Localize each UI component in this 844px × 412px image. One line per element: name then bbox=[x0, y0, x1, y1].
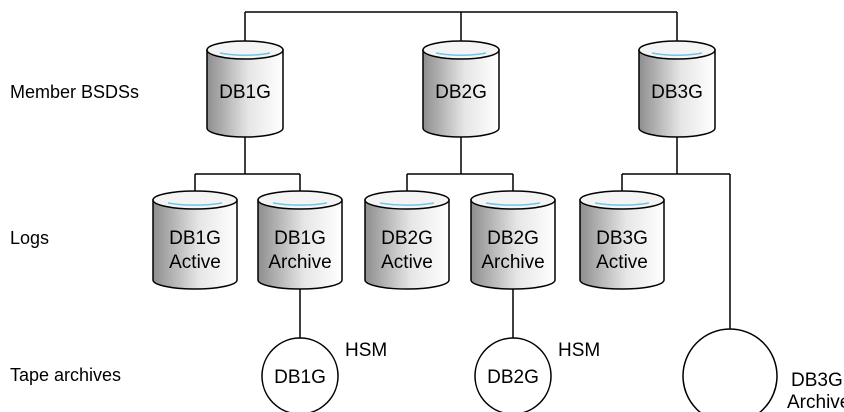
log-name: DB3G bbox=[596, 228, 648, 249]
bsds-name: DB3G bbox=[651, 82, 703, 103]
tape-label: DB2G bbox=[487, 367, 539, 388]
log-cylinder-db1g-active: DB1G Active bbox=[152, 190, 238, 290]
log-name: DB2G bbox=[487, 228, 539, 249]
log-type: Archive bbox=[481, 252, 544, 273]
tape-archive-db2g: DB2G HSM bbox=[474, 337, 600, 412]
log-name: DB2G bbox=[381, 228, 433, 249]
bsds-cylinder-db2g: DB2G bbox=[422, 40, 500, 138]
tape-side-label: HSM bbox=[558, 340, 600, 361]
row-label-member-bsdss: Member BSDSs bbox=[10, 82, 139, 102]
bsds-name: DB2G bbox=[435, 82, 487, 103]
bsds-name: DB1G bbox=[219, 82, 271, 103]
tape-archive-db1g: DB1G HSM bbox=[261, 337, 387, 412]
tape-archive-db3g: DB3G Archive bbox=[682, 328, 844, 412]
connector-lines bbox=[194, 11, 731, 355]
bsds-cylinder-db3g: DB3G bbox=[638, 40, 716, 138]
log-cylinder-db2g-archive: DB2G Archive bbox=[470, 190, 556, 290]
log-type: Active bbox=[596, 252, 648, 273]
tape-side-label: HSM bbox=[345, 340, 387, 361]
log-cylinder-db2g-active: DB2G Active bbox=[364, 190, 450, 290]
log-type: Archive bbox=[268, 252, 331, 273]
tape-side-label-2: Archive bbox=[787, 392, 844, 412]
tape-side-label: DB3G bbox=[791, 370, 843, 391]
row-label-tape-archives: Tape archives bbox=[10, 365, 121, 385]
log-name: DB1G bbox=[274, 228, 326, 249]
tape-label: DB1G bbox=[274, 367, 326, 388]
bsds-cylinder-db1g: DB1G bbox=[206, 40, 284, 138]
row-label-logs: Logs bbox=[10, 228, 49, 248]
log-cylinder-db1g-archive: DB1G Archive bbox=[257, 190, 343, 290]
log-type: Active bbox=[381, 252, 433, 273]
log-type: Active bbox=[169, 252, 221, 273]
log-cylinder-db3g-active: DB3G Active bbox=[579, 190, 665, 290]
log-name: DB1G bbox=[169, 228, 221, 249]
